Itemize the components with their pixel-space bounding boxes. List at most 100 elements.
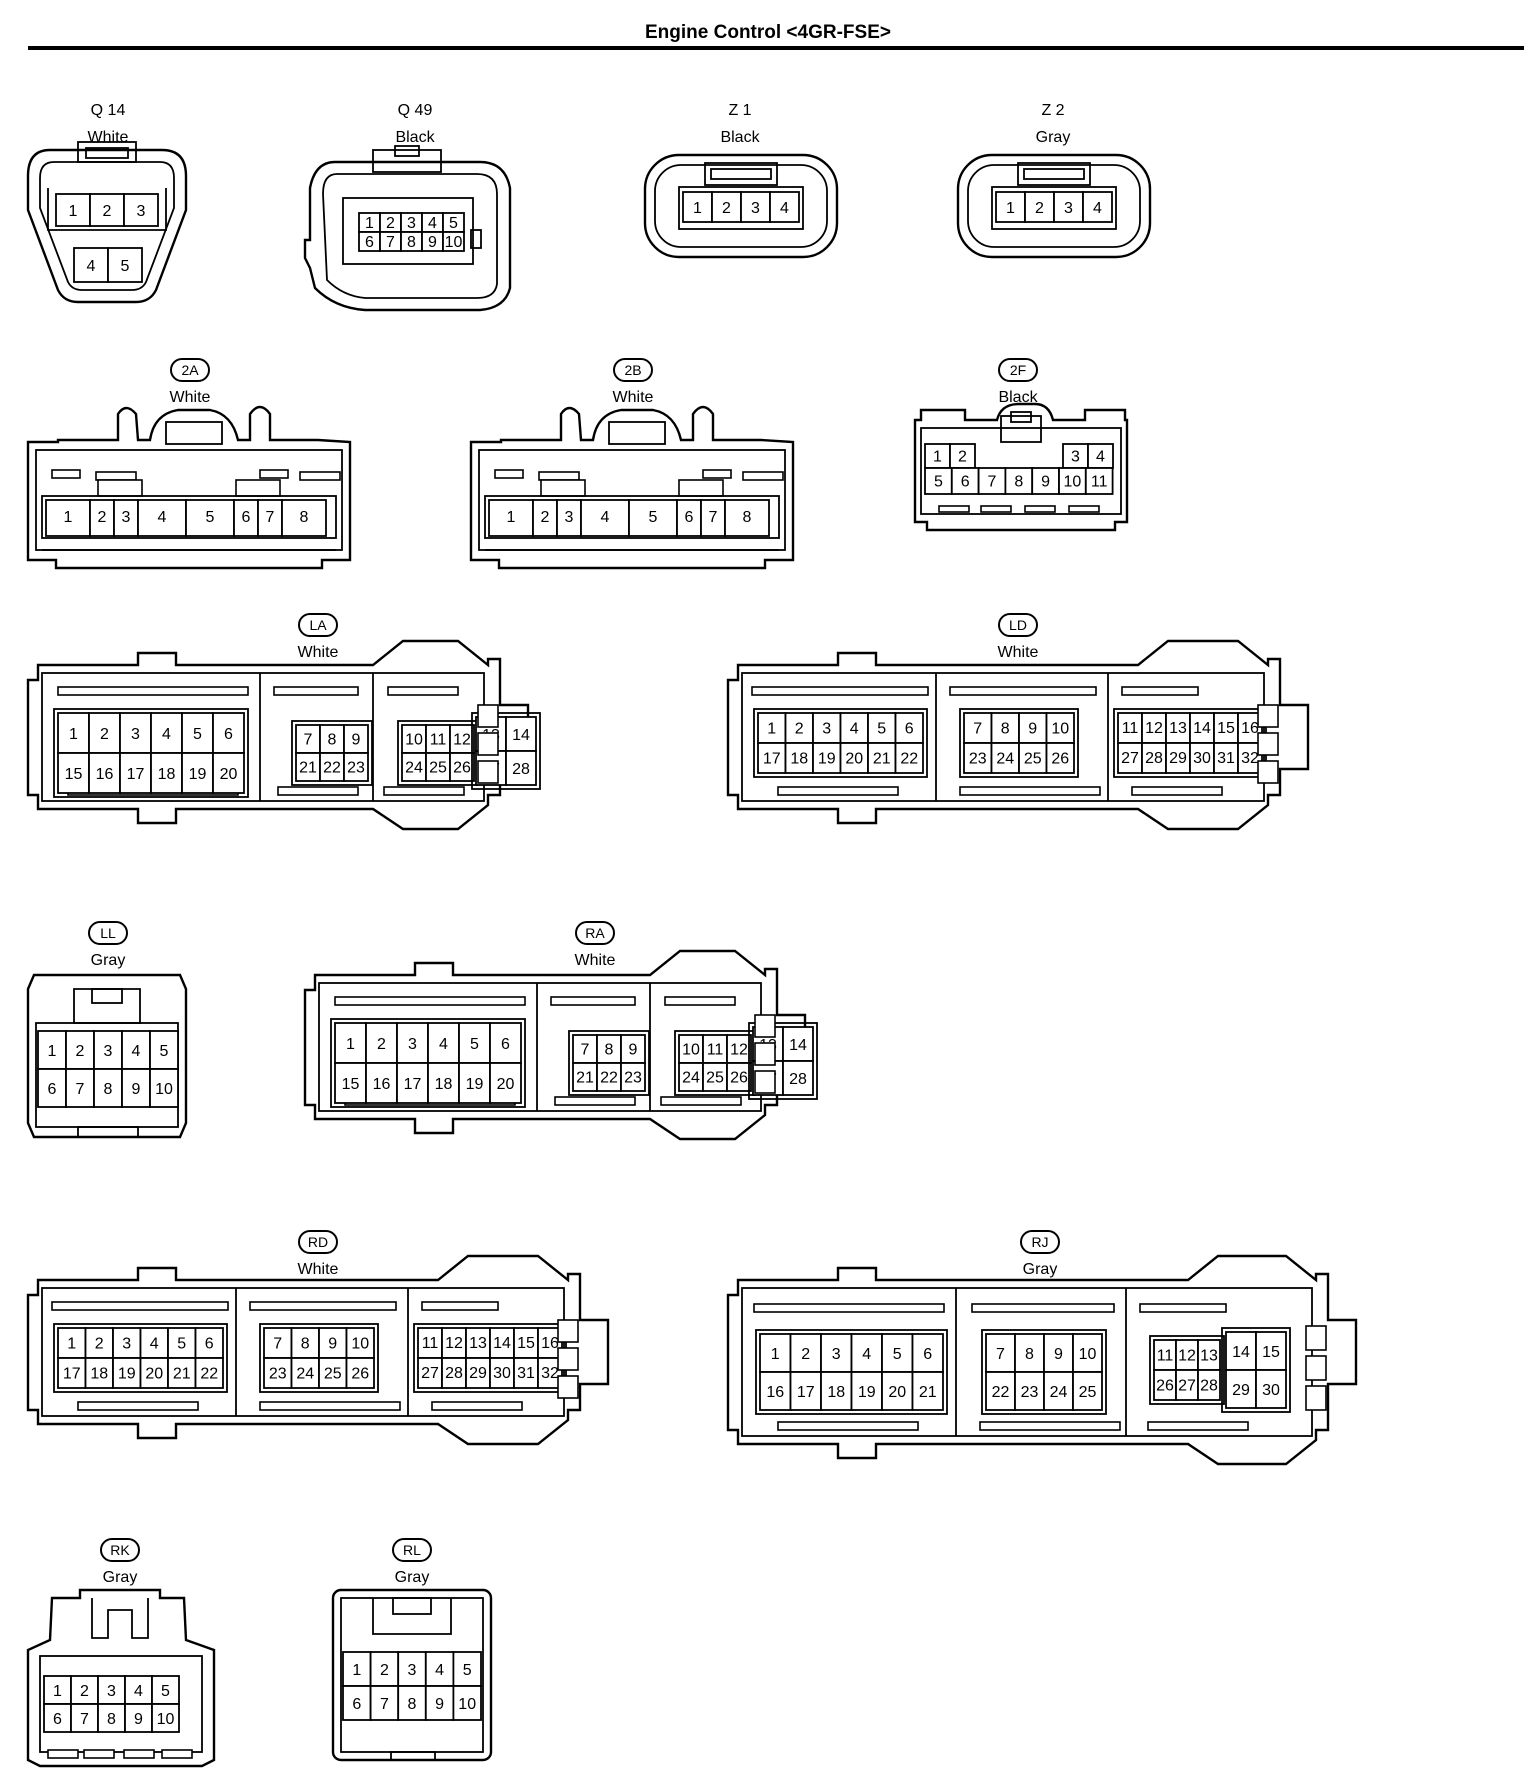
pin-number: 2 [95,1335,104,1352]
cavity-block-frame [53,1323,228,1393]
pin-cavity [1045,742,1075,774]
pin-cavity [57,1357,87,1389]
pin-number: 8 [107,1711,116,1728]
pin-number: 10 [458,1696,476,1713]
pin-number: 9 [328,1335,337,1352]
pin-number: 29 [1232,1382,1250,1399]
pin-number: 24 [405,759,423,776]
pin-number: 5 [893,1346,902,1363]
pin-number: 7 [973,720,982,737]
pin-cavity [424,1651,455,1687]
connector-color: White [88,129,129,146]
pin-number: 1 [69,203,78,220]
pin-number: 21 [873,750,891,767]
guide-slot [550,996,636,1006]
pin-number: 1 [352,1662,361,1679]
pin-number: 3 [407,215,416,232]
pin-number: 24 [296,1365,314,1382]
guide-slot [1068,505,1100,513]
connector-code: RJ [1031,1234,1048,1250]
pin-number: 1 [693,200,702,217]
pin-number: 21 [576,1069,594,1086]
connector-code: Q 14 [91,102,126,119]
connector-housing [726,1254,1358,1466]
pin-number: 20 [145,1365,163,1382]
pin-cavity [151,1703,180,1733]
pin-cavity [985,1333,1016,1373]
pin-number: 7 [273,1335,282,1352]
side-key [1305,1355,1327,1381]
pin-number: 8 [407,234,416,251]
pin-cavity [417,1357,443,1389]
connector-housing [469,405,795,570]
cavity-frame [342,197,474,265]
pin-number: 3 [137,203,146,220]
pin-cavity [726,1062,752,1092]
pin-number: 6 [48,1081,57,1098]
connector-housing [643,153,839,259]
pin-number: 28 [789,1071,807,1088]
pin-number: 19 [118,1365,136,1382]
side-key [1257,732,1279,756]
pin-number: 30 [1262,1382,1280,1399]
pin-number: 7 [76,1081,85,1098]
pin-cavity [212,752,245,794]
pin-number: 4 [132,1043,141,1060]
pin-number: 23 [1021,1384,1039,1401]
pin-number: 25 [1024,750,1042,767]
connector-housing [726,639,1310,831]
connector-housing-inner [322,173,498,299]
pin-cavity [397,1685,427,1721]
connector-code-badge [100,1538,140,1562]
pin-number: 21 [299,759,317,776]
guide-slot [1139,1303,1227,1313]
lock-tab [91,1598,149,1639]
pin-cavity [290,1357,320,1389]
pin-number: 19 [466,1076,484,1093]
pin-number: 8 [301,1335,310,1352]
cavity-frame [678,186,804,230]
base-key [390,1751,436,1761]
cavity-block-frame [259,1323,379,1393]
guide-slot [77,1401,199,1411]
pin-cavity [1043,1371,1074,1411]
lock-tab [704,162,778,186]
guide-slot [971,1303,1115,1313]
cavity-block-frame [753,708,928,778]
pin-number: 6 [53,1711,62,1728]
pin-number: 3 [107,1683,116,1700]
pin-number: 4 [1096,448,1105,465]
pin-number: 27 [421,1365,439,1382]
pin-number: 3 [104,1043,113,1060]
connector-color: White [298,1261,339,1278]
pin-number: 29 [1169,750,1187,767]
side-key [557,1347,579,1371]
guide-slot [259,1401,401,1411]
pin-number: 13 [469,1335,487,1352]
pin-number: 6 [224,726,233,743]
guide-slot [777,1421,919,1431]
pin-number: 11 [422,1335,439,1352]
pin-cavity [139,1327,169,1359]
pin-cavity [342,1685,372,1721]
pin-number: 25 [1079,1384,1097,1401]
pin-number: 9 [435,1696,444,1713]
guide-slot [161,1749,193,1759]
guide-slot [235,479,281,497]
pin-cavity [97,1703,126,1733]
connector-color: Black [998,389,1038,406]
pin-number: 11 [707,1041,724,1058]
guide-slot [494,469,524,479]
pin-number: 3 [751,200,760,217]
pin-number: 10 [157,1711,175,1728]
pin-number: 21 [173,1365,191,1382]
pin-cavity [452,1651,482,1687]
cavity-block-frame [755,1329,948,1415]
guide-slot [83,1749,115,1759]
pin-number: 16 [541,1335,559,1352]
pin-cavity [924,467,953,495]
pin-cavity [789,1333,822,1373]
pin-cavity [345,1327,375,1359]
connector-code-badge [998,358,1038,382]
